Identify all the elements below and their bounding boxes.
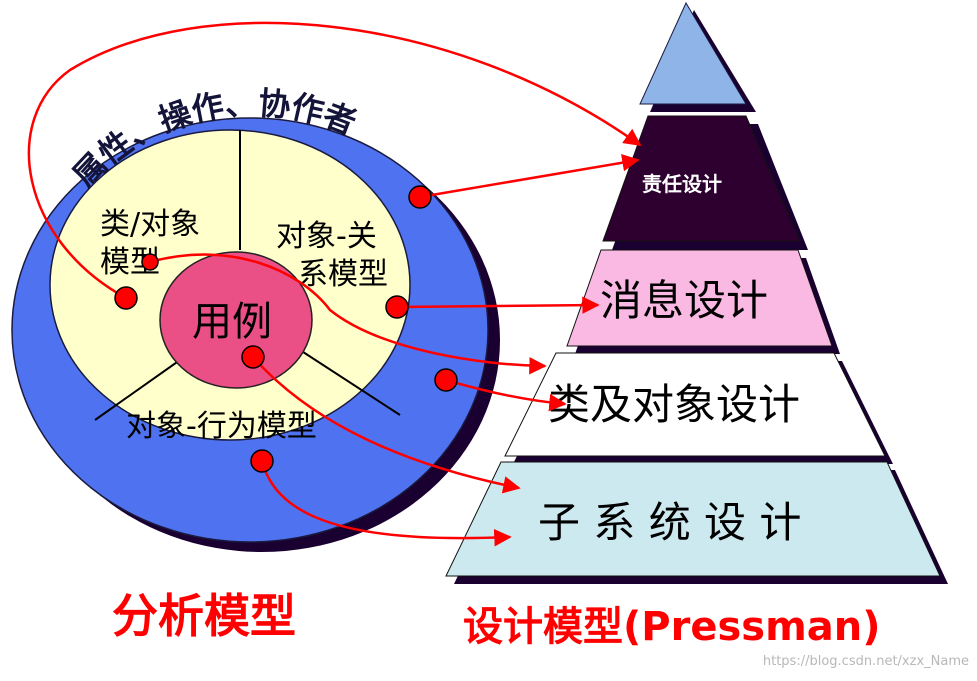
- arrow-ring-to-responsibility: [419, 154, 640, 199]
- message-design-label: 消息设计: [600, 276, 768, 325]
- arrow-origin-dots: [114, 185, 458, 473]
- dot-use-case: [241, 345, 265, 369]
- use-case-circle: [159, 251, 313, 389]
- arrow-class-object-to-responsibility: [27, 21, 642, 300]
- object-relation-model-line1: 对象-关: [276, 219, 377, 254]
- dot-object-relation: [385, 295, 409, 319]
- use-case-label: 用例: [192, 299, 272, 345]
- divider-right: [299, 349, 401, 416]
- object-relation-model-line2: 系模型: [298, 257, 388, 292]
- arrow-relation-to-message: [396, 296, 600, 314]
- arrow-class-object-to-class-design: [149, 253, 547, 375]
- object-behavior-model: 对象-行为模型: [126, 409, 317, 444]
- dot-ring-top: [408, 185, 432, 209]
- level-responsibility: [602, 115, 801, 242]
- level-class-object: [504, 352, 886, 457]
- dot-class-object-2: [141, 253, 159, 271]
- design-model-pyramid: 责任设计 消息设计 类及对象设计 子 系 统 设 计: [445, 1, 948, 584]
- level-message: [566, 249, 833, 347]
- watermark: https://blog.csdn.net/xzx_Name: [762, 654, 969, 669]
- arrow-behavior-to-subsystem: [260, 460, 512, 547]
- divider-left: [94, 359, 181, 421]
- dot-object-behavior: [250, 449, 274, 473]
- dot-class-object: [114, 286, 138, 310]
- mapping-arrows: [27, 21, 642, 547]
- analysis-model-caption: 分析模型: [112, 589, 296, 643]
- class-object-design-label: 类及对象设计: [548, 380, 800, 429]
- arrow-ring-to-class-design: [445, 378, 567, 412]
- analysis-model: 属性、操作、协作者 类/对象 模型 对象-关 系模型 对象-行为模型 用例: [11, 84, 500, 552]
- responsibility-design-label: 责任设计: [642, 172, 722, 196]
- level-top: [639, 1, 747, 105]
- class-object-model-line1: 类/对象: [100, 207, 200, 242]
- arrow-use-case-to-subsystem: [252, 356, 521, 494]
- design-model-caption: 设计模型(Pressman): [463, 604, 881, 650]
- subsystem-design-label: 子 系 统 设 计: [538, 498, 801, 547]
- dot-ring-right: [434, 368, 458, 392]
